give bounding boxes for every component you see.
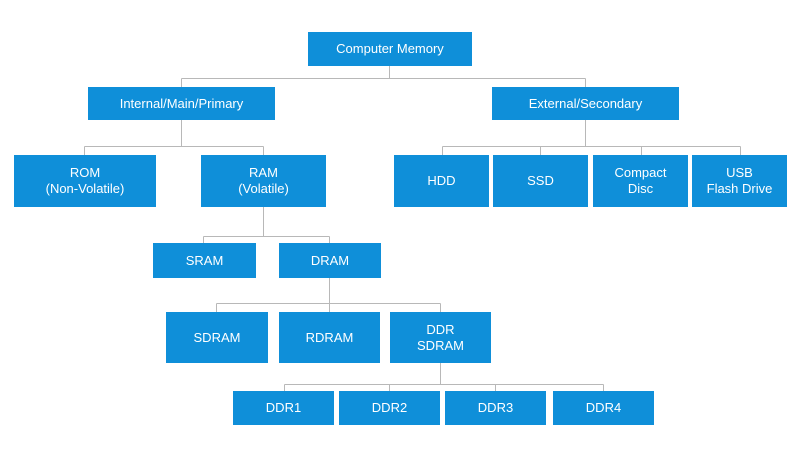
node-sram: SRAM [153,243,256,278]
node-rdram: RDRAM [279,312,380,363]
connector-internal [84,120,264,155]
node-sdram: SDRAM [166,312,268,363]
node-external-memory: External/Secondary [492,87,679,120]
node-internal-memory: Internal/Main/Primary [88,87,275,120]
connector-root [181,66,586,87]
node-hdd: HDD [394,155,489,207]
node-ddr3: DDR3 [445,391,546,425]
node-ram: RAM (Volatile) [201,155,326,207]
connector-ram [203,207,330,243]
node-ddr-sdram: DDR SDRAM [390,312,491,363]
node-rom: ROM (Non-Volatile) [14,155,156,207]
connector-ddr [284,363,604,391]
node-ssd: SSD [493,155,588,207]
connector-dram [216,278,441,312]
connector-external [442,120,741,155]
node-ddr1: DDR1 [233,391,334,425]
node-ddr4: DDR4 [553,391,654,425]
node-ddr2: DDR2 [339,391,440,425]
node-dram: DRAM [279,243,381,278]
node-computer-memory: Computer Memory [308,32,472,66]
node-usb-flash-drive: USB Flash Drive [692,155,787,207]
node-compact-disc: Compact Disc [593,155,688,207]
